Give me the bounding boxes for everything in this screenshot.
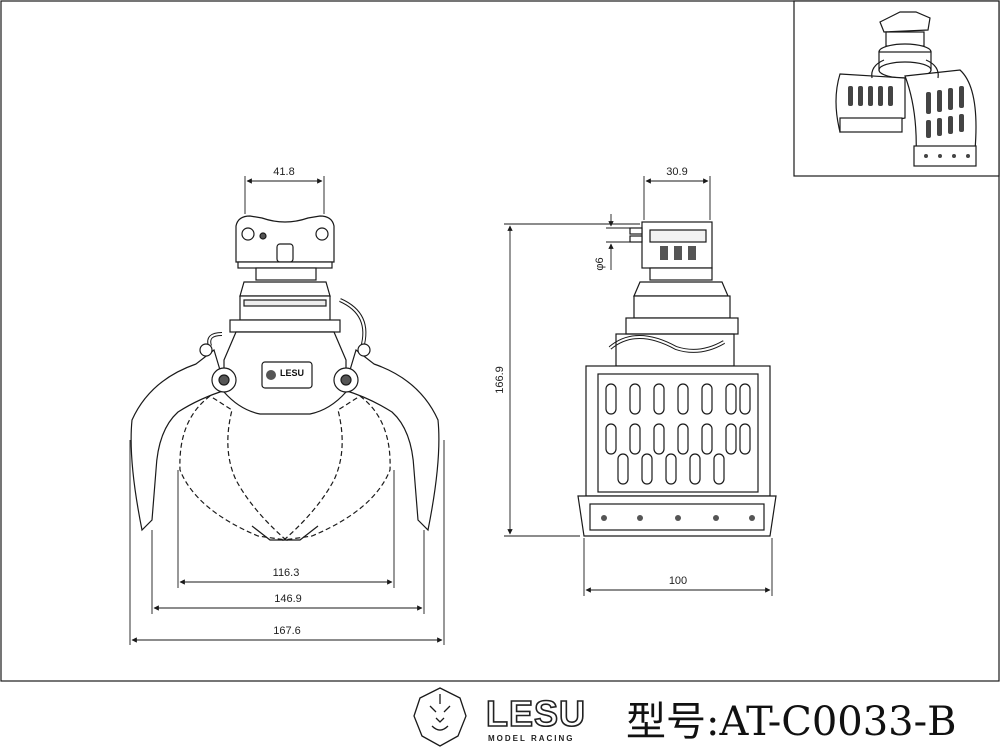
model-number: 型号:AT-C0033-B	[626, 699, 957, 745]
dim-top-width-front: 41.8	[273, 166, 294, 178]
dim-mid-span: 146.9	[274, 593, 302, 605]
front-plate-text: LESU	[280, 368, 304, 378]
brand-logo: LESU MODEL RACING	[485, 692, 586, 743]
front-right-inner-jaw	[282, 395, 391, 541]
inset-grapple	[835, 11, 977, 167]
front-logo-plate	[261, 361, 313, 389]
side-mount-bracket	[641, 221, 713, 269]
side-jaw-slots	[605, 383, 751, 485]
dim-height: 166.9	[494, 366, 506, 394]
lion-logo-icon	[413, 687, 467, 747]
dim-inner-span: 116.3	[273, 567, 300, 579]
front-view	[130, 215, 440, 541]
dim-side-width: 100	[669, 575, 687, 587]
brand-logo-subtext: MODEL RACING	[488, 734, 575, 743]
drawing-border	[0, 0, 1000, 682]
front-left-inner-jaw	[179, 395, 288, 541]
inset-perspective-view	[793, 0, 1000, 177]
front-left-outer-jaw	[130, 348, 227, 532]
brand-logo-text: LESU	[486, 693, 586, 734]
dim-pin-diameter: φ6	[594, 257, 606, 270]
dimension-lines	[129, 176, 773, 645]
dim-top-width-side: 30.9	[666, 166, 687, 178]
front-mount-bracket	[235, 215, 335, 263]
side-view	[577, 221, 777, 537]
dim-outer-span: 167.6	[273, 625, 301, 637]
front-right-outer-jaw	[343, 348, 440, 532]
